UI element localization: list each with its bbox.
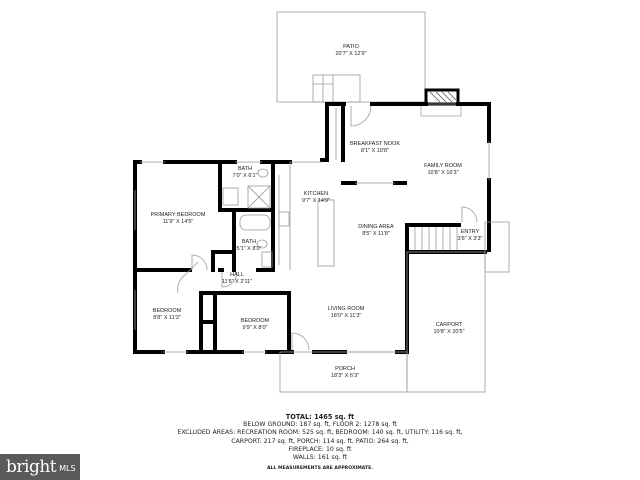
room-name-primary-bedroom: PRIMARY BEDROOM (151, 212, 206, 218)
room-dims-bath-2: 5'1" X 8'0" (237, 246, 262, 252)
walls (133, 102, 491, 354)
summary-line-3: CARPORT: 217 sq. ft, PORCH: 114 sq. ft, … (231, 437, 409, 445)
logo-brand: bright (6, 457, 57, 477)
room-dims-carport: 10'8" X 20'5" (433, 329, 464, 335)
room-dims-breakfast-nook: 8'1" X 10'8" (361, 148, 389, 154)
room-name-dining-area: DINING AREA (358, 224, 394, 230)
summary-line-5: WALLS: 161 sq. ft (292, 454, 348, 462)
room-dims-entry: 3'6" X 3'3" (458, 236, 483, 242)
room-name-bedroom-1: BEDROOM (153, 308, 182, 314)
room-dims-porch: 18'3" X 6'3" (331, 373, 359, 379)
room-dims-bedroom-2: 9'9" X 8'0" (243, 325, 268, 331)
summary-line-1: BELOW GROUND: 187 sq. ft, FLOOR 2: 1278 … (243, 421, 397, 429)
area-summary: TOTAL: 1465 sq. ft BELOW GROUND: 187 sq.… (0, 413, 640, 473)
room-name-family-room: FAMILY ROOM (424, 163, 462, 169)
room-name-breakfast-nook: BREAKFAST NOOK (350, 141, 400, 147)
room-name-carport: CARPORT (436, 322, 463, 328)
summary-line-4: FIREPLACE: 10 sq. ft (288, 445, 352, 453)
room-dims-primary-bedroom: 11'9" X 14'5" (163, 219, 194, 225)
room-dims-family-room: 10'8" X 16'3" (427, 170, 458, 176)
room-name-living-room: LIVING ROOM (328, 306, 365, 312)
room-name-patio: PATIO (343, 44, 359, 50)
summary-line-2: EXCLUDED AREAS: RECREATION ROOM: 525 sq.… (177, 429, 463, 437)
fireplace (420, 88, 462, 117)
room-dims-bedroom-1: 8'8" X 11'3" (153, 315, 181, 321)
total-area: TOTAL: 1465 sq. ft (285, 413, 355, 421)
room-name-entry: ENTRY (461, 229, 480, 235)
approx-note: ALL MEASUREMENTS ARE APPROXIMATE. (266, 466, 374, 472)
room-dims-living-room: 18'0" X 11'3" (331, 313, 362, 319)
room-dims-hall: 11'6" X 2'11" (222, 279, 252, 285)
room-labels: PATIO 20'7" X 12'9" BREAKFAST NOOK 8'1" … (151, 44, 483, 379)
room-name-bath-2: BATH (242, 239, 256, 245)
room-name-porch: PORCH (335, 366, 355, 372)
room-dims-patio: 20'7" X 12'9" (335, 51, 366, 57)
room-name-hall: HALL (230, 272, 244, 278)
patio-outline (276, 11, 426, 103)
logo-suffix: MLS (59, 464, 76, 473)
room-dims-kitchen: 9'7" X 14'9" (302, 198, 330, 204)
room-name-bath-1: BATH (238, 166, 252, 172)
room-dims-bath-1: 7'0" X 6'1" (233, 173, 258, 179)
bright-mls-logo: bright MLS (0, 454, 80, 480)
room-name-bedroom-2: BEDROOM (241, 318, 270, 324)
room-name-kitchen: KITCHEN (304, 191, 328, 197)
room-dims-dining-area: 8'5" X 11'8" (362, 231, 390, 237)
thin-lines (134, 105, 510, 393)
